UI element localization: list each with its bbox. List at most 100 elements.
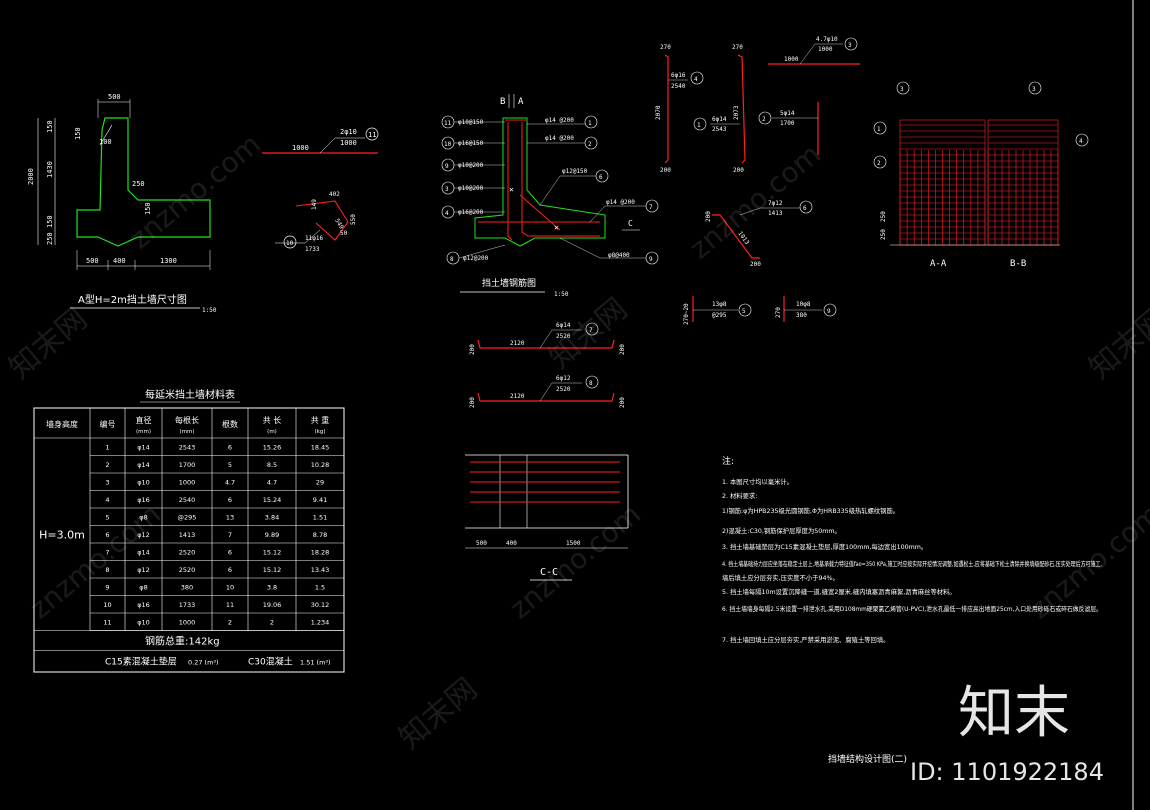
table-cell: 3.8 [267,583,277,591]
rebar-grids: 1 2 3 3 4 250 250 A-A B-B [873,81,1089,269]
table-c30-value: 1.51 (m³) [300,659,331,667]
cc-dim-1: 500 [476,540,487,547]
table-cell: 18.28 [311,548,330,556]
section-cc: 500 400 1500 C-C [465,454,629,581]
table-cell: φ16 [137,601,150,609]
cc-label: C-C [540,567,558,578]
table-cell: 4.7 [267,478,277,486]
material-table-body: 墙身高度编号直径(mm)每根长(mm)根数共 长(m)共 重(kg)H=3.0m… [34,408,344,668]
table-cell: φ16 [137,496,150,504]
table-header-cell: 墙身高度 [46,419,78,429]
watermark-site-3: znzmo.com [503,497,647,625]
bar-8-callout [585,375,599,389]
table-cell: 9.89 [265,531,279,539]
dim-step-h: 250 [132,180,145,188]
bar-4-spec-bottom: 2540 [671,83,686,90]
bar-8-shape [477,392,615,402]
bar-6-shape [712,214,760,259]
section-label-right-9: φ8@400 [608,252,630,259]
leader-line [539,329,553,349]
grid-callout-4-id: 4 [1079,138,1083,145]
bar-7-callout [585,322,599,336]
notes-item-6: 4. 挡土墙基础持力层应坐落在稳定土层上,地基承载力特征值fao=350 KPa… [722,559,1102,568]
leader-line [539,382,553,402]
bar-3-callout-id: 3 [848,42,852,49]
table-cell: 8 [105,566,109,574]
grid-callout-1-id: 1 [877,126,881,133]
cc-dim-3: 1500 [566,540,581,547]
table-cell: 6 [228,496,232,504]
table-cell: φ14 [137,548,150,556]
table-cell: 2520 [179,548,196,556]
bar-7-callout-id: 7 [589,327,593,334]
section-callout-left-3-id: 3 [445,186,449,193]
section-rebar-diagonal [519,194,561,231]
leader-line [799,43,816,65]
wall-shape-drawing: 500 2000 150 1430 150 250 150 100 250 15… [27,93,217,314]
notes-item-2: 2. 材料要求: [722,491,757,500]
dim-top-width: 500 [108,93,121,101]
cc-dim-2: 400 [506,540,517,547]
dim-haunch-top: 150 [74,127,82,140]
grid-label-bb: B-B [1010,259,1026,269]
watermark-logo: 知末 [958,681,1070,746]
notes-item-8: 5. 挡土墙每隔10m设置沉降缝一道,缝宽2厘米,缝内填塞沥青麻絮,沥青麻丝等材… [722,587,956,596]
long-bars: 2120 200 200 6φ14 2520 7 2120 200 200 6φ… [469,322,626,408]
bar-5-callout [738,303,752,317]
grid-left-dim-2: 250 [880,211,887,222]
bar-10-d4: 50 [340,230,348,237]
table-cell: 13 [226,513,234,521]
material-table-title: 每延米挡土墙材料表 [145,388,235,401]
table-cell: 3.84 [265,513,279,521]
bar-11-dim: 1000 [292,144,309,152]
retaining-wall-outline [76,117,211,247]
table-header-unit: (m) [267,429,277,435]
table-cell: 10 [103,601,111,609]
bar-11-callout-id: 11 [368,131,376,139]
bar-10-spec-top: 11φ16 [305,235,323,242]
table-cell: 6 [105,531,109,539]
table-header-cell: 根数 [222,419,238,429]
drawing-title: 挡墙结构设计图(二) [828,753,907,765]
grid-label-aa: A-A [930,259,947,269]
section-label-left-11: φ10@150 [458,119,484,126]
grid-bb-lines [987,124,1059,245]
bar-2-spec-bottom: 1700 [780,120,795,127]
table-cell: 8.78 [313,531,327,539]
table-cell: 6 [228,548,232,556]
table-cell: 1.5 [315,583,325,591]
leader-line [739,207,761,216]
section-header-right: A [518,97,524,107]
section-callout-right-9-id: 9 [649,256,653,263]
bar-2-spec-top: 5φ14 [780,110,795,117]
bar-8-callout-id: 8 [589,380,593,387]
reinforcement-section: B A ✕ ✕ C 11 φ10@150 10 φ16@150 9 φ10@20… [441,94,659,298]
section-callout-right-9 [645,251,659,265]
section-callout-right-2 [584,136,598,150]
bar-11-callout [365,127,379,141]
table-wall-height: H=3.0m [39,528,85,541]
table-cell: 2540 [179,496,196,504]
leader-line [304,229,321,244]
section-label-right-1: φ14 @200 [545,117,574,124]
leader-line [559,237,601,259]
dim-left-mid-text: 1430 [46,161,54,178]
table-header-cell: 每根长 [175,415,199,425]
section-right-labels: φ14 @200 1 φ14 @200 2 φ12@150 6 φ14 @200… [527,115,659,265]
dim-base-right: 1300 [160,257,177,265]
bar-10-d1: 402 [329,191,340,198]
section-callout-right-6-id: 6 [599,174,603,181]
table-cell: 1700 [179,461,196,469]
table-cell: 9.41 [313,496,327,504]
table-cell: 30.12 [311,601,330,609]
notes-item-5: 3. 挡土墙基础垫层为C15素混凝土垫层,厚度100mm,每边宽出100mm。 [722,542,927,551]
table-cell: @295 [178,513,197,521]
notes-item-10: 7. 挡土墙回填土应分层夯实,严禁采用淤泥、腐殖土等回填。 [722,635,889,644]
table-cell: φ10 [137,478,150,486]
bar-3-callout [844,37,858,51]
section-rebar-stem [507,122,513,241]
watermark-cn-4: 知末网 [1083,301,1150,386]
bar-7-shape [477,339,615,349]
table-cell: 2 [228,618,232,626]
